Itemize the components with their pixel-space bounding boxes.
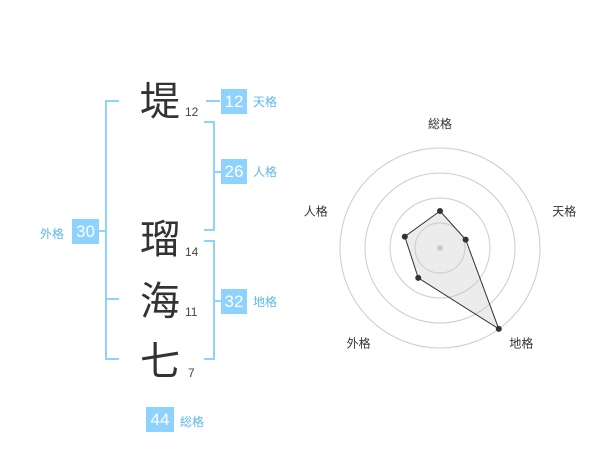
radar-axis-label-4: 外格 [347, 335, 371, 350]
radar-point-1 [437, 208, 443, 214]
radar-ring [414, 222, 466, 274]
radar-axis-label-1: 総格 [428, 116, 452, 131]
radar-point-4 [415, 274, 422, 281]
radar-ring [364, 172, 516, 324]
radar-ring [339, 147, 541, 349]
tenkaku-value: 12 [221, 89, 247, 114]
radar-axis-label-5: 人格 [304, 204, 328, 219]
stroke-count-3: 11 [185, 305, 198, 319]
chikaku-label: 地格 [253, 295, 278, 309]
radar-axis-label-2: 天格 [552, 204, 576, 219]
name-char-1: 堤 [140, 79, 180, 125]
name-char-3: 海 [140, 279, 180, 325]
name-char-4: 七 [140, 339, 180, 385]
radar-series-area [404, 210, 500, 331]
chikaku-value: 32 [221, 289, 247, 314]
radar-point-3 [495, 325, 502, 332]
soukaku-label: 総格 [180, 415, 205, 429]
radar-ring [389, 197, 491, 299]
stroke-count-4: 7 [188, 366, 195, 380]
tenkaku-label: 天格 [253, 95, 278, 109]
name-char-2: 瑠 [140, 217, 180, 263]
soukaku-value: 44 [146, 407, 174, 432]
radar-point-5 [401, 233, 408, 240]
gaikaku-value: 30 [72, 219, 99, 244]
radar-center [437, 245, 443, 251]
jinkaku-label: 人格 [253, 165, 278, 179]
radar-point-2 [462, 236, 469, 243]
stroke-count-1: 12 [185, 105, 199, 119]
stroke-count-2: 14 [185, 245, 199, 259]
jinkaku-value: 26 [221, 159, 247, 184]
gaikaku-label: 外格 [40, 227, 65, 241]
radar-axis-label-3: 地格 [509, 335, 533, 350]
